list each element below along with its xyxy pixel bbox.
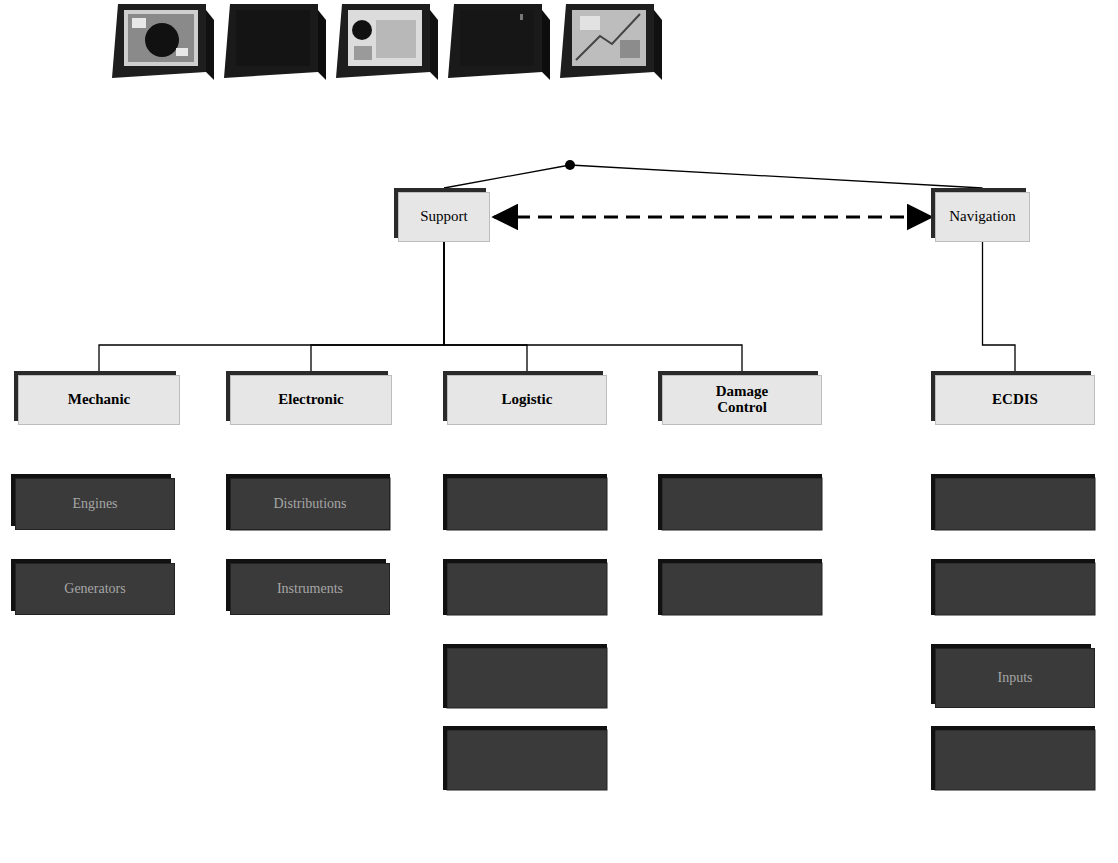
branch-box: Navigation (935, 192, 1030, 242)
dark-box (230, 478, 390, 530)
box-label: Damage Control (707, 384, 777, 416)
tree-line (444, 242, 527, 375)
box-label: Navigation (949, 209, 1016, 225)
tree-line (444, 165, 570, 188)
screen-4 (448, 4, 550, 80)
category-box: Mechanic (18, 375, 180, 425)
box-label: Support (420, 209, 468, 225)
branch-box: Support (398, 192, 490, 242)
category-box: Electronic (230, 375, 392, 425)
category-box: Damage Control (662, 375, 822, 425)
box-label: Engines (72, 497, 117, 512)
dark-box (935, 730, 1095, 790)
dark-box (447, 563, 607, 615)
screen-2 (224, 4, 326, 80)
box-label: ECDIS (992, 392, 1038, 408)
box-label: Inputs (998, 671, 1033, 686)
dark-box (662, 563, 822, 615)
item-box: Instruments (230, 563, 390, 615)
item-box: Inputs (935, 648, 1095, 708)
tree-line (983, 242, 1016, 375)
screen-5 (560, 4, 662, 80)
dark-box (447, 730, 607, 790)
dark-box (447, 648, 607, 708)
dark-box (662, 478, 822, 530)
box-label: Logistic (502, 392, 553, 408)
tree-line (311, 242, 444, 375)
item-box: Engines (15, 478, 175, 530)
box-label: Electronic (278, 392, 344, 408)
screen-1 (112, 4, 214, 80)
dashed-arrow (494, 216, 931, 219)
root-dot (565, 160, 575, 170)
tree-line (570, 165, 983, 188)
box-label: Instruments (277, 582, 343, 597)
dark-box-bevels (226, 474, 1095, 790)
box-label: Mechanic (68, 392, 130, 408)
category-box: Logistic (447, 375, 607, 425)
screen-3 (336, 4, 438, 80)
dark-box (447, 478, 607, 530)
dark-box (935, 478, 1095, 530)
tree-line (444, 242, 742, 375)
item-box: Generators (15, 563, 175, 615)
dark-box (935, 563, 1095, 615)
box-label: Generators (64, 582, 125, 597)
box-label: Distributions (273, 497, 346, 512)
tree-line (99, 242, 444, 375)
dark-box-group (230, 478, 1095, 790)
category-box: ECDIS (935, 375, 1095, 425)
item-box: Distributions (230, 478, 390, 530)
